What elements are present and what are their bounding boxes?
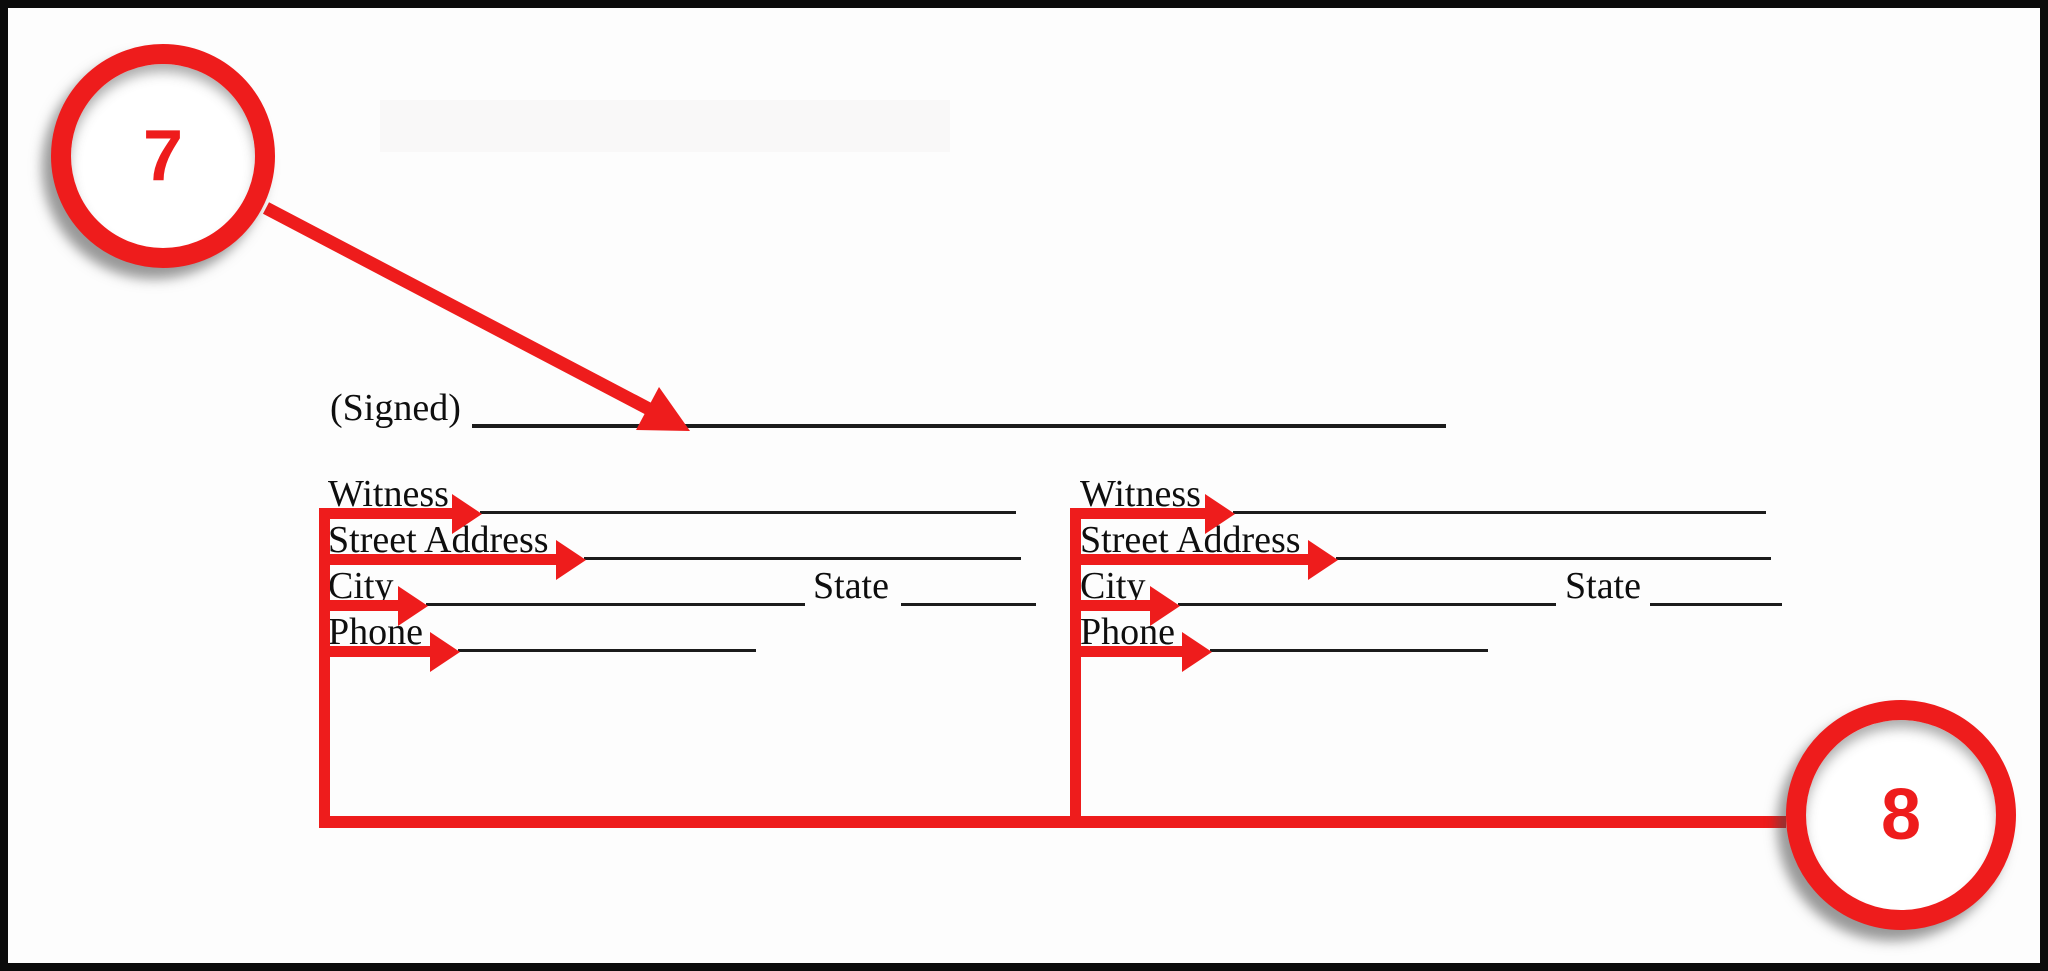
- street-arrowhead-icon: [1308, 540, 1338, 580]
- street-arrowhead-icon: [556, 540, 586, 580]
- witness-line: [1233, 511, 1766, 514]
- callout-7-circle: 7: [51, 44, 275, 268]
- witness-arrowhead-icon: [452, 494, 482, 534]
- street-address-line: [1336, 557, 1771, 560]
- witness-arrowhead-icon: [1205, 494, 1235, 534]
- state-label: State: [1565, 565, 1641, 607]
- phone-arrow-bar: [1070, 646, 1182, 657]
- signature-line: [472, 424, 1446, 428]
- signed-label: (Signed): [330, 387, 461, 429]
- street-address-line: [584, 557, 1021, 560]
- witness-line: [480, 511, 1016, 514]
- callout-8-circle: 8: [1786, 700, 2016, 930]
- street-arrow-bar: [1070, 554, 1308, 565]
- phone-line: [1210, 649, 1488, 652]
- witness-label: Witness: [328, 473, 449, 515]
- phone-arrow-bar: [319, 646, 430, 657]
- callout-8-number: 8: [1880, 775, 1922, 855]
- city-arrow-bar: [319, 600, 398, 611]
- watermark-smudge: [380, 100, 950, 152]
- phone-arrowhead-icon: [430, 632, 460, 672]
- callout-7-number: 7: [142, 116, 184, 196]
- phone-arrowhead-icon: [1182, 632, 1212, 672]
- state-line: [901, 603, 1036, 606]
- phone-line: [458, 649, 756, 652]
- state-label: State: [813, 565, 889, 607]
- state-line: [1650, 603, 1782, 606]
- city-arrow-bar: [1070, 600, 1150, 611]
- street-arrow-bar: [319, 554, 556, 565]
- right-bracket-vertical-line: [1070, 508, 1081, 828]
- city-arrowhead-icon: [1150, 586, 1180, 626]
- street-address-label: Street Address: [1080, 519, 1301, 561]
- witness-label: Witness: [1080, 473, 1201, 515]
- city-label: City: [1080, 565, 1146, 607]
- left-bracket-vertical-line: [319, 508, 330, 828]
- city-line: [1178, 603, 1556, 606]
- city-line: [426, 603, 805, 606]
- bottom-connector-line: [319, 816, 1786, 828]
- street-address-label: Street Address: [328, 519, 549, 561]
- city-arrowhead-icon: [398, 586, 428, 626]
- witness-arrow-bar: [319, 508, 452, 519]
- city-label: City: [328, 565, 394, 607]
- witness-arrow-bar: [1070, 508, 1205, 519]
- callout-7-arrow-shaft: [262, 202, 653, 415]
